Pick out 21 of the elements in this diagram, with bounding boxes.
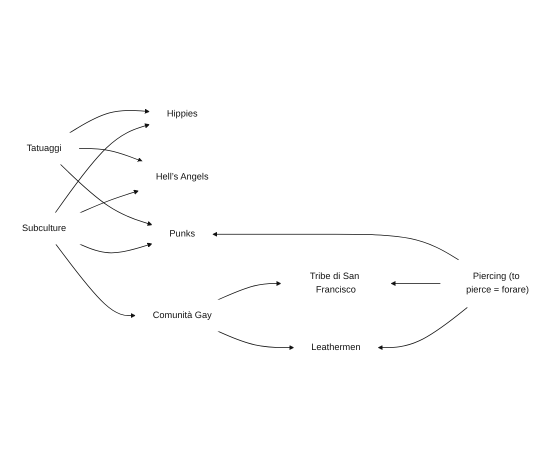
node-text: Punks [169, 229, 196, 240]
arrow [60, 164, 152, 226]
arrow [55, 244, 136, 318]
node-text: Tribe di San Francisco [310, 271, 360, 296]
arrow [79, 242, 152, 254]
arrow [217, 330, 294, 350]
arrow [69, 108, 150, 134]
node-text: Leathermen [311, 342, 361, 352]
node-text: Hippies [166, 109, 198, 119]
node-text: Piercing (to pierce = forare) [466, 271, 529, 296]
arrow [217, 281, 282, 300]
arrow [378, 307, 468, 350]
arrow [54, 124, 150, 214]
arrow [79, 190, 139, 214]
node-text: Tatuaggi [26, 143, 62, 154]
node-text: Hell’s Angels [156, 172, 209, 182]
arrow [390, 281, 441, 286]
arrow [212, 232, 459, 260]
node-text: Subculture [22, 223, 66, 234]
arrow [78, 148, 143, 162]
node-text: Comunità Gay [152, 310, 212, 320]
